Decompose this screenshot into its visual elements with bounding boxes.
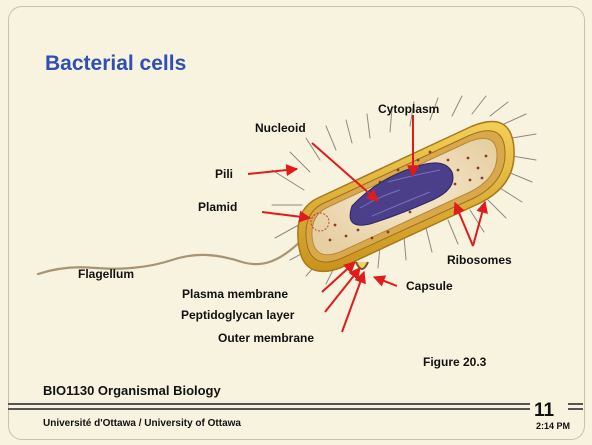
arrow-capsule xyxy=(374,277,397,286)
university-name: Université d'Ottawa / University of Otta… xyxy=(43,418,241,429)
footer-divider-bottom xyxy=(8,408,530,410)
label-pili: Pili xyxy=(215,167,233,181)
footer-divider-top xyxy=(8,403,530,405)
label-ribosomes: Ribosomes xyxy=(447,253,512,267)
slide-number: 11 xyxy=(534,400,554,422)
flagellum-hook xyxy=(356,262,368,269)
figure-reference: Figure 20.3 xyxy=(423,355,486,369)
label-peptidoglycan-layer: Peptidoglycan layer xyxy=(181,308,294,322)
footer-divider-right-top xyxy=(568,403,583,405)
label-nucleoid: Nucleoid xyxy=(255,121,306,135)
arrow-outer-membrane xyxy=(342,272,364,332)
label-flagellum: Flagellum xyxy=(78,267,134,281)
label-outer-membrane: Outer membrane xyxy=(218,331,314,345)
label-plasma-membrane: Plasma membrane xyxy=(182,287,288,301)
clock-time: 2:14 PM xyxy=(536,421,570,431)
label-capsule: Capsule xyxy=(406,279,453,293)
course-name: BIO1130 Organismal Biology xyxy=(43,383,221,398)
footer-divider-right-bottom xyxy=(568,408,583,410)
label-cytoplasm: Cytoplasm xyxy=(378,102,439,116)
label-plasmid: Plamid xyxy=(198,200,237,214)
arrow-ribosomes-2 xyxy=(473,202,485,246)
